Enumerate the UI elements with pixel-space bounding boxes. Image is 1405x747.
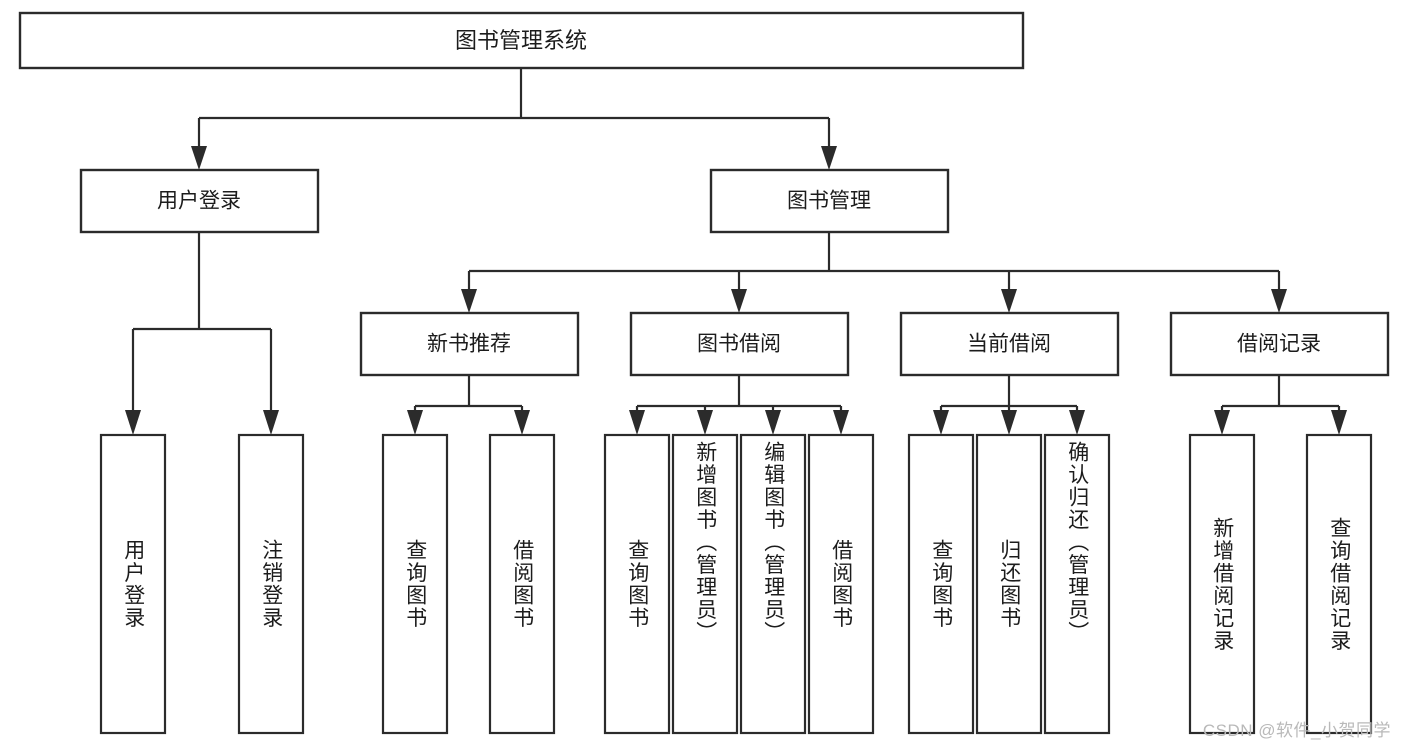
node-root-box[interactable] <box>18 11 1025 70</box>
nodes-layer: 图书管理系统 用户登录 图书管理 新书推荐 图书借阅 当前借阅 借阅记录 <box>18 11 1390 735</box>
node-book-borrow-box[interactable] <box>629 311 850 377</box>
arrow-head-new-book <box>461 289 477 313</box>
node-leaf-box-borrow-record-2[interactable] <box>1305 433 1373 735</box>
arrow-head-leaf-new-book-2 <box>514 410 530 435</box>
arrow-head-leaf-borrow-record-2 <box>1331 410 1347 435</box>
node-leaf-box-borrow-record-1[interactable] <box>1188 433 1256 735</box>
node-leaf-box-new-book-2[interactable] <box>488 433 556 735</box>
node-leaf-box-current-borrow-3[interactable] <box>1043 433 1111 735</box>
node-new-book-label: 新书推荐 <box>427 333 511 356</box>
node-leaf-box-new-book-1[interactable] <box>381 433 449 735</box>
arrow-head-leaf-user-login-1 <box>125 410 141 435</box>
node-user-login-label: 用户登录 <box>157 190 241 213</box>
arrow-head-current-borrow <box>1001 289 1017 313</box>
arrow-head-book-manage <box>821 146 837 170</box>
csdn-watermark: CSDN @软件_小贺同学 <box>1202 721 1391 740</box>
node-borrow-record-box[interactable] <box>1169 311 1390 377</box>
node-leaf-box-user-login-1[interactable] <box>99 433 167 735</box>
node-root-label: 图书管理系统 <box>455 28 587 53</box>
node-leaf-box-book-borrow-2[interactable] <box>671 433 739 735</box>
arrow-head-leaf-book-borrow-4 <box>833 410 849 435</box>
node-leaf-box-current-borrow-2[interactable] <box>975 433 1043 735</box>
node-book-manage-box[interactable] <box>709 168 950 234</box>
node-leaf-box-current-borrow-1[interactable] <box>907 433 975 735</box>
node-leaf-box-book-borrow-1[interactable] <box>603 433 671 735</box>
arrow-head-leaf-current-borrow-2 <box>1001 410 1017 435</box>
arrow-head-leaf-current-borrow-1 <box>933 410 949 435</box>
node-book-borrow-label: 图书借阅 <box>697 333 781 356</box>
node-new-book-box[interactable] <box>359 311 580 377</box>
node-leaf-box-book-borrow-4[interactable] <box>807 433 875 735</box>
arrow-head-leaf-book-borrow-3 <box>765 410 781 435</box>
arrow-head-user-login <box>191 146 207 170</box>
arrow-head-borrow-record <box>1271 289 1287 313</box>
node-book-manage-label: 图书管理 <box>787 190 871 213</box>
node-current-borrow-box[interactable] <box>899 311 1120 377</box>
arrow-head-leaf-current-borrow-3 <box>1069 410 1085 435</box>
node-leaf-box-user-login-2[interactable] <box>237 433 305 735</box>
edges-layer <box>125 68 1347 435</box>
node-borrow-record-label: 借阅记录 <box>1237 333 1321 356</box>
node-user-login-box[interactable] <box>79 168 320 234</box>
arrow-head-leaf-book-borrow-1 <box>629 410 645 435</box>
arrow-head-leaf-borrow-record-1 <box>1214 410 1230 435</box>
arrow-head-leaf-new-book-1 <box>407 410 423 435</box>
arrow-head-leaf-user-login-2 <box>263 410 279 435</box>
arrow-head-book-borrow <box>731 289 747 313</box>
arrow-head-leaf-book-borrow-2 <box>697 410 713 435</box>
node-leaf-box-book-borrow-3[interactable] <box>739 433 807 735</box>
node-current-borrow-label: 当前借阅 <box>967 333 1051 356</box>
